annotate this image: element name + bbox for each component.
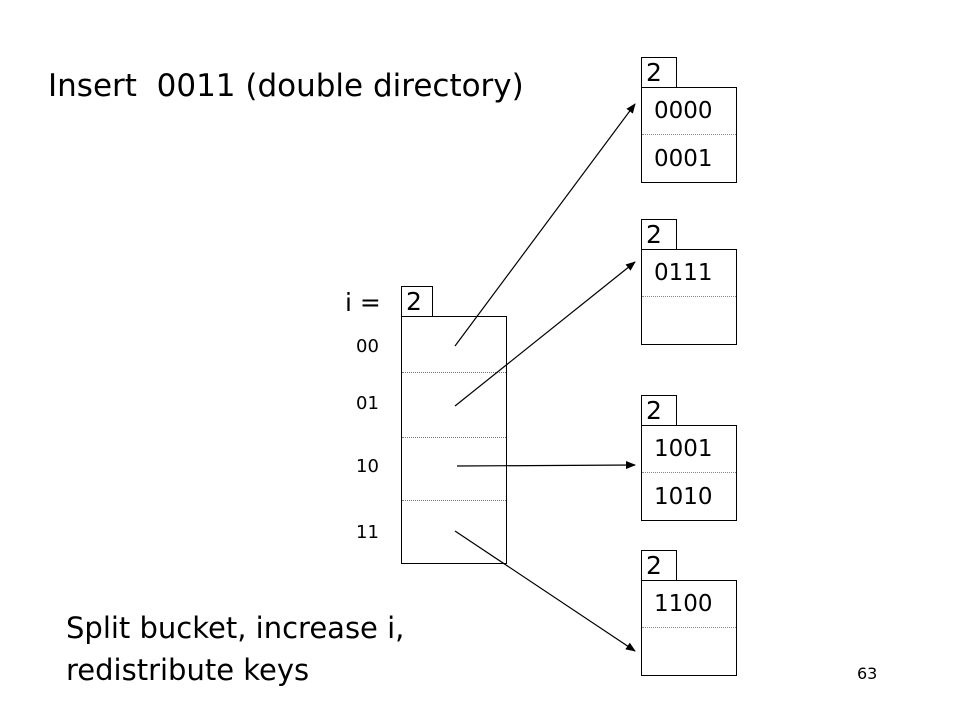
caption: Split bucket, increase i, redistribute k… <box>66 607 404 691</box>
bucket-4: 1100 <box>641 580 737 676</box>
page-number: 63 <box>857 664 878 683</box>
bucket-2-depth: 2 <box>641 219 677 249</box>
bucket-2: 0111 <box>641 249 737 345</box>
directory-table <box>401 316 507 564</box>
bucket-3-depth: 2 <box>641 395 677 425</box>
bucket-3-slot-1: 1001 <box>642 426 736 473</box>
directory-entry-01: 01 <box>356 393 379 414</box>
bucket-4-depth: 2 <box>641 550 677 580</box>
bucket-1-slot-2: 0001 <box>654 145 713 172</box>
directory-cell-01 <box>402 372 506 438</box>
global-depth-label: i = <box>345 288 381 317</box>
slide-title: Insert 0011 (double directory) <box>48 68 524 104</box>
arrow-11-to-bucket-4 <box>454 530 636 652</box>
arrow-01-to-bucket-2 <box>454 261 636 407</box>
directory-entry-11: 11 <box>356 522 379 543</box>
directory-cell-00 <box>402 317 506 373</box>
caption-line-2: redistribute keys <box>66 653 310 687</box>
bucket-1-slot-1: 0000 <box>642 88 736 135</box>
bucket-4-slot-1: 1100 <box>642 581 736 628</box>
bucket-1: 0000 0001 <box>641 87 737 183</box>
bucket-3-slot-2: 1010 <box>654 483 713 510</box>
global-depth-value: 2 <box>401 286 433 316</box>
arrow-10-to-bucket-3 <box>456 461 636 470</box>
caption-line-1: Split bucket, increase i, <box>66 611 405 645</box>
bucket-3: 1001 1010 <box>641 425 737 521</box>
directory-entry-00: 00 <box>356 336 379 357</box>
bucket-2-slot-1: 0111 <box>642 250 736 297</box>
arrow-00-to-bucket-1 <box>454 103 636 347</box>
directory-entry-10: 10 <box>356 456 379 477</box>
bucket-1-depth: 2 <box>641 57 677 87</box>
directory-cell-10 <box>402 437 506 501</box>
